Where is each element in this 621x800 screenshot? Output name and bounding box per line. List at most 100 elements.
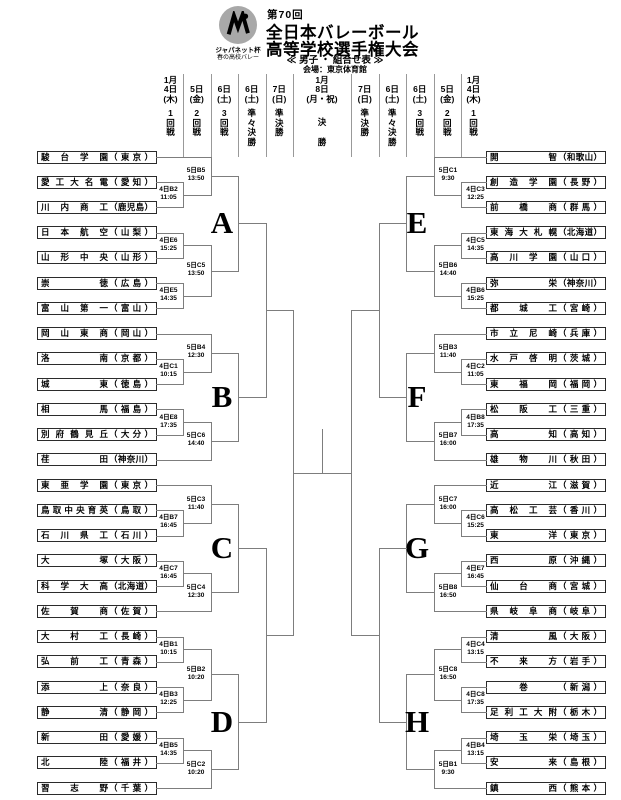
- bracket-line: [433, 750, 462, 752]
- bracket-line: [183, 371, 212, 373]
- team-name: 静清: [41, 706, 108, 717]
- match-time: 15:25: [160, 244, 177, 252]
- column-header-round: 準決勝: [274, 108, 284, 137]
- match-time: 15:25: [467, 522, 484, 530]
- team-name: 雄物川: [490, 454, 557, 465]
- team-box: 埼玉栄（埼玉）: [486, 731, 606, 745]
- bracket-line: [378, 223, 407, 225]
- bracket-line: [378, 396, 407, 398]
- match-code: 5日C6: [186, 432, 206, 440]
- bracket-line: [156, 459, 212, 461]
- bracket-line: [210, 592, 239, 594]
- team-prefecture: （愛知）: [109, 176, 153, 187]
- team-prefecture: （群馬）: [558, 201, 602, 212]
- bracket-line: [156, 358, 184, 360]
- column-header-round: 決勝: [317, 117, 327, 147]
- team-prefecture: （香川）: [558, 504, 602, 515]
- team-prefecture: （東京）: [109, 151, 153, 162]
- column-header-date: 5日(金): [440, 84, 455, 104]
- match-time: 11:05: [467, 371, 484, 379]
- bracket-line: [461, 232, 487, 234]
- team-box: 愛工大名電（愛知）: [37, 175, 157, 189]
- team-name: 仙台商: [490, 580, 557, 591]
- team-prefecture: （高知）: [558, 429, 602, 440]
- team-prefecture: （茨城）: [558, 353, 602, 364]
- team-name: 埼玉栄: [490, 732, 557, 743]
- team-name: 愛工大名電: [41, 176, 108, 187]
- team-name: 水戸啓明: [490, 353, 557, 364]
- team-name: 開智: [490, 151, 557, 162]
- match-code: 4日C4: [466, 640, 485, 648]
- block-letter: C: [210, 530, 234, 566]
- match-code: 5日C1: [438, 167, 458, 175]
- bracket-line: [156, 586, 184, 588]
- bracket-line: [156, 762, 184, 764]
- match-time: 14:40: [187, 440, 205, 448]
- match-time: 12:25: [160, 699, 177, 707]
- block-letter: B: [211, 378, 233, 414]
- team-name: 科学大高: [41, 580, 108, 591]
- match-time: 14:40: [439, 270, 457, 278]
- match-code: 4日C3: [466, 186, 485, 194]
- team-name: 市立尼崎: [490, 328, 557, 339]
- bracket-line: [461, 712, 487, 714]
- match-time: 16:50: [439, 591, 457, 599]
- team-name: 弘前工: [41, 656, 108, 667]
- bracket-line: [156, 333, 212, 335]
- team-box: 安来（島根）: [486, 756, 606, 770]
- bracket-line: [156, 409, 184, 411]
- team-prefecture: （東京）: [109, 479, 153, 490]
- team-prefecture: （静岡）: [109, 706, 153, 717]
- bracket-line: [210, 674, 239, 676]
- team-prefecture: （福島）: [109, 403, 153, 414]
- match-code: 5日B1: [438, 760, 458, 768]
- match-code: 4日B6: [466, 287, 485, 295]
- match-time: 13:15: [467, 749, 484, 757]
- column-header-date: 7日(日): [357, 84, 372, 104]
- team-box: 新田（愛媛）: [37, 731, 157, 745]
- match-time: 16:45: [467, 572, 484, 580]
- team-box: 鳥取中央育英（鳥取）: [37, 503, 157, 517]
- team-name: 大村工: [41, 631, 108, 642]
- match-time: 16:50: [439, 673, 457, 681]
- bracket-line: [156, 182, 184, 184]
- column-header-round: 準々決勝: [387, 108, 397, 147]
- team-name: 弥栄: [490, 277, 557, 288]
- bracket-line: [210, 270, 239, 272]
- match-time: 11:05: [160, 194, 177, 202]
- match-time: 16:00: [439, 503, 457, 511]
- team-name: 鎮西: [490, 782, 557, 793]
- team-box: 静清（静岡）: [37, 705, 157, 719]
- bracket-line: [156, 788, 212, 789]
- bracket-line: [156, 157, 212, 158]
- column-header-round: 準決勝: [360, 108, 369, 137]
- match-time: 16:45: [160, 572, 177, 580]
- team-box: 別府鶴見丘（大分）: [37, 428, 157, 442]
- team-box: 川内商工（鹿児島）: [37, 200, 157, 214]
- bracket-line: [461, 257, 487, 259]
- team-name: 松阪工: [490, 403, 557, 414]
- team-box: 弘前工（青森）: [37, 655, 157, 669]
- match-code: 4日C8: [466, 691, 485, 699]
- team-name: 佐賀商: [41, 605, 108, 616]
- team-name: 新田: [41, 732, 108, 743]
- team-name: 東亜学園: [41, 479, 108, 490]
- bracket-line: [461, 636, 487, 638]
- venue-label: 会場：東京体育館: [303, 65, 367, 74]
- match-code: 5日C4: [186, 583, 206, 591]
- team-prefecture: （石川）: [109, 530, 153, 541]
- team-name: 富山第一: [41, 302, 108, 313]
- title-line2: 高等学校選手権大会: [266, 41, 419, 59]
- match-time: 16:45: [160, 522, 177, 530]
- bracket-line: [406, 592, 435, 594]
